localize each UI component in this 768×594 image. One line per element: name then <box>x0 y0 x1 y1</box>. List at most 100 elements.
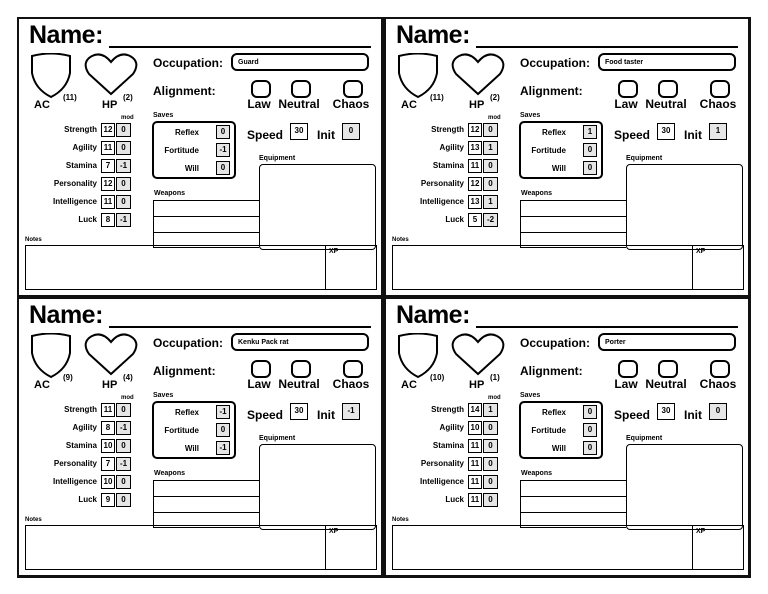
personality-mod[interactable]: 0 <box>116 177 131 191</box>
alignment-law-checkbox[interactable] <box>251 360 271 378</box>
agility-mod[interactable]: 0 <box>483 421 498 435</box>
personality-score[interactable]: 11 <box>468 457 482 471</box>
reflex-value[interactable]: 0 <box>583 405 597 419</box>
strength-mod[interactable]: 0 <box>483 123 498 137</box>
strength-mod[interactable]: 1 <box>483 403 498 417</box>
fortitude-value[interactable]: -1 <box>216 143 230 157</box>
equipment-field[interactable] <box>626 164 743 250</box>
agility-score[interactable]: 8 <box>101 421 115 435</box>
notes-field[interactable] <box>25 525 377 570</box>
alignment-law-checkbox[interactable] <box>618 80 638 98</box>
agility-mod[interactable]: -1 <box>116 421 131 435</box>
init-value[interactable]: 0 <box>709 403 727 420</box>
stamina-mod[interactable]: 0 <box>483 159 498 173</box>
fortitude-value[interactable]: 0 <box>583 423 597 437</box>
notes-field[interactable] <box>392 525 744 570</box>
luck-score[interactable]: 5 <box>468 213 482 227</box>
luck-mod[interactable]: -2 <box>483 213 498 227</box>
personality-score[interactable]: 12 <box>101 177 115 191</box>
fortitude-value[interactable]: 0 <box>216 423 230 437</box>
init-value[interactable]: -1 <box>342 403 360 420</box>
luck-score[interactable]: 8 <box>101 213 115 227</box>
intelligence-mod[interactable]: 0 <box>116 195 131 209</box>
luck-mod[interactable]: 0 <box>483 493 498 507</box>
stamina-mod[interactable]: 0 <box>483 439 498 453</box>
intelligence-score[interactable]: 10 <box>101 475 115 489</box>
alignment-law-checkbox[interactable] <box>618 360 638 378</box>
stamina-mod[interactable]: 0 <box>116 439 131 453</box>
stamina-score[interactable]: 11 <box>468 159 482 173</box>
personality-mod[interactable]: -1 <box>116 457 131 471</box>
alignment-neutral-checkbox[interactable] <box>291 80 311 98</box>
init-value[interactable]: 1 <box>709 123 727 140</box>
alignment-neutral-checkbox[interactable] <box>291 360 311 378</box>
alignment-chaos-checkbox[interactable] <box>343 360 363 378</box>
intelligence-score[interactable]: 11 <box>101 195 115 209</box>
alignment-neutral-checkbox[interactable] <box>658 80 678 98</box>
equipment-field[interactable] <box>259 444 376 530</box>
equipment-field[interactable] <box>626 444 743 530</box>
alignment-chaos-checkbox[interactable] <box>343 80 363 98</box>
equipment-field[interactable] <box>259 164 376 250</box>
will-value[interactable]: -1 <box>216 441 230 455</box>
strength-mod[interactable]: 0 <box>116 403 131 417</box>
weapons-field[interactable] <box>520 200 626 248</box>
strength-score[interactable]: 14 <box>468 403 482 417</box>
fortitude-value[interactable]: 0 <box>583 143 597 157</box>
occupation-field[interactable]: Guard <box>231 53 369 71</box>
alignment-law-checkbox[interactable] <box>251 80 271 98</box>
weapons-field[interactable] <box>153 480 259 528</box>
strength-score[interactable]: 11 <box>101 403 115 417</box>
notes-field[interactable] <box>392 245 744 290</box>
agility-mod[interactable]: 1 <box>483 141 498 155</box>
will-value[interactable]: 0 <box>583 441 597 455</box>
name-field[interactable] <box>476 326 738 328</box>
will-value[interactable]: 0 <box>216 161 230 175</box>
speed-value[interactable]: 30 <box>290 123 308 140</box>
intelligence-mod[interactable]: 0 <box>483 475 498 489</box>
will-value[interactable]: 0 <box>583 161 597 175</box>
weapons-field[interactable] <box>520 480 626 528</box>
speed-value[interactable]: 30 <box>657 403 675 420</box>
personality-score[interactable]: 7 <box>101 457 115 471</box>
intelligence-mod[interactable]: 0 <box>116 475 131 489</box>
strength-score[interactable]: 12 <box>468 123 482 137</box>
stamina-mod[interactable]: -1 <box>116 159 131 173</box>
name-field[interactable] <box>109 326 371 328</box>
occupation-field[interactable]: Kenku Pack rat <box>231 333 369 351</box>
notes-field[interactable] <box>25 245 377 290</box>
reflex-value[interactable]: 0 <box>216 125 230 139</box>
strength-score[interactable]: 12 <box>101 123 115 137</box>
init-value[interactable]: 0 <box>342 123 360 140</box>
personality-score[interactable]: 12 <box>468 177 482 191</box>
occupation-field[interactable]: Food taster <box>598 53 736 71</box>
agility-score[interactable]: 11 <box>101 141 115 155</box>
luck-mod[interactable]: 0 <box>116 493 131 507</box>
agility-mod[interactable]: 0 <box>116 141 131 155</box>
name-field[interactable] <box>476 46 738 48</box>
luck-score[interactable]: 11 <box>468 493 482 507</box>
agility-score[interactable]: 10 <box>468 421 482 435</box>
name-field[interactable] <box>109 46 371 48</box>
luck-mod[interactable]: -1 <box>116 213 131 227</box>
alignment-chaos-checkbox[interactable] <box>710 360 730 378</box>
alignment-neutral-checkbox[interactable] <box>658 360 678 378</box>
personality-mod[interactable]: 0 <box>483 177 498 191</box>
intelligence-mod[interactable]: 1 <box>483 195 498 209</box>
reflex-value[interactable]: 1 <box>583 125 597 139</box>
occupation-field[interactable]: Porter <box>598 333 736 351</box>
agility-score[interactable]: 13 <box>468 141 482 155</box>
weapons-field[interactable] <box>153 200 259 248</box>
alignment-chaos-checkbox[interactable] <box>710 80 730 98</box>
speed-value[interactable]: 30 <box>657 123 675 140</box>
stamina-score[interactable]: 7 <box>101 159 115 173</box>
luck-score[interactable]: 9 <box>101 493 115 507</box>
strength-mod[interactable]: 0 <box>116 123 131 137</box>
personality-mod[interactable]: 0 <box>483 457 498 471</box>
reflex-value[interactable]: -1 <box>216 405 230 419</box>
intelligence-score[interactable]: 13 <box>468 195 482 209</box>
stamina-score[interactable]: 10 <box>101 439 115 453</box>
speed-value[interactable]: 30 <box>290 403 308 420</box>
stamina-score[interactable]: 11 <box>468 439 482 453</box>
intelligence-score[interactable]: 11 <box>468 475 482 489</box>
